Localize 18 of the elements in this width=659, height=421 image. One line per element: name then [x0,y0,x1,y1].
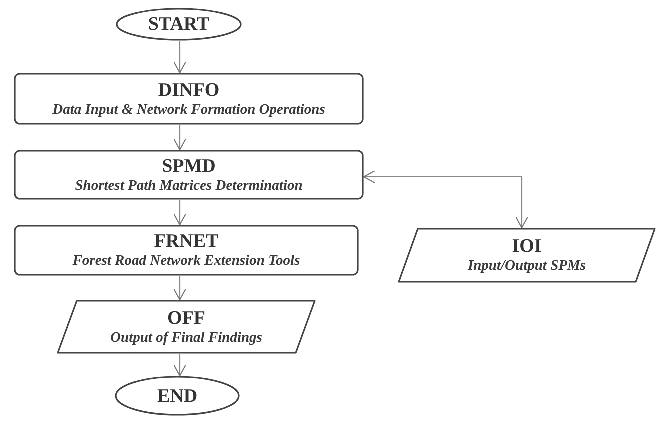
node-title: DINFO [158,80,220,100]
node-description: Input/Output SPMs [468,257,586,275]
arrow [173,354,187,377]
node-description: Shortest Path Matrices Determination [75,176,303,194]
node-title: END [157,386,198,406]
node-description: Forest Road Network Extension Tools [72,252,300,270]
arrow [173,276,187,301]
arrow [173,41,187,74]
node-title: IOI [512,236,542,257]
node-description: Data Input & Network Formation Operations [52,100,326,118]
node-title: START [148,14,210,35]
node-title: SPMD [162,156,216,176]
node-title: OFF [168,308,206,328]
arrow [363,170,529,229]
node-title: FRNET [154,231,219,252]
arrow [173,200,187,226]
arrow [173,125,187,151]
node-description: Output of Final Findings [110,328,262,346]
